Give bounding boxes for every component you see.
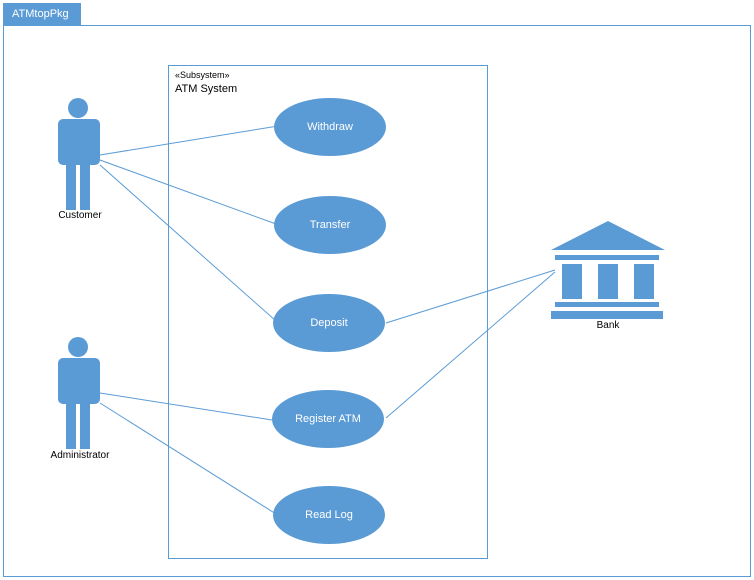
use-case-deposit[interactable]: Deposit: [273, 294, 385, 352]
assoc-administrator-read-log: [99, 402, 277, 515]
assoc-customer-withdraw: [99, 125, 279, 156]
assoc-bank-register-atm: [385, 271, 556, 419]
package-tab[interactable]: ATMtopPkg: [3, 3, 81, 25]
bank-icon: [551, 221, 665, 319]
administrator-actor-icon: [58, 337, 100, 449]
subsystem-stereotype: «Subsystem»: [175, 70, 230, 80]
assoc-customer-deposit: [99, 164, 277, 322]
use-case-register-atm[interactable]: Register ATM: [272, 390, 384, 448]
actor-label-customer: Customer: [58, 210, 102, 221]
customer-actor-icon: [58, 98, 100, 210]
actor-label-administrator: Administrator: [50, 450, 110, 461]
use-case-transfer[interactable]: Transfer: [274, 196, 386, 254]
use-case-withdraw[interactable]: Withdraw: [274, 98, 386, 156]
assoc-administrator-register-atm: [99, 392, 273, 421]
assoc-bank-deposit: [385, 269, 556, 324]
use-case-read-log[interactable]: Read Log: [273, 486, 385, 544]
package-frame: [3, 25, 751, 577]
subsystem-name: ATM System: [175, 83, 238, 95]
actor-label-bank: Bank: [596, 320, 620, 331]
subsystem-boundary[interactable]: [168, 65, 488, 559]
assoc-customer-transfer: [99, 159, 277, 225]
